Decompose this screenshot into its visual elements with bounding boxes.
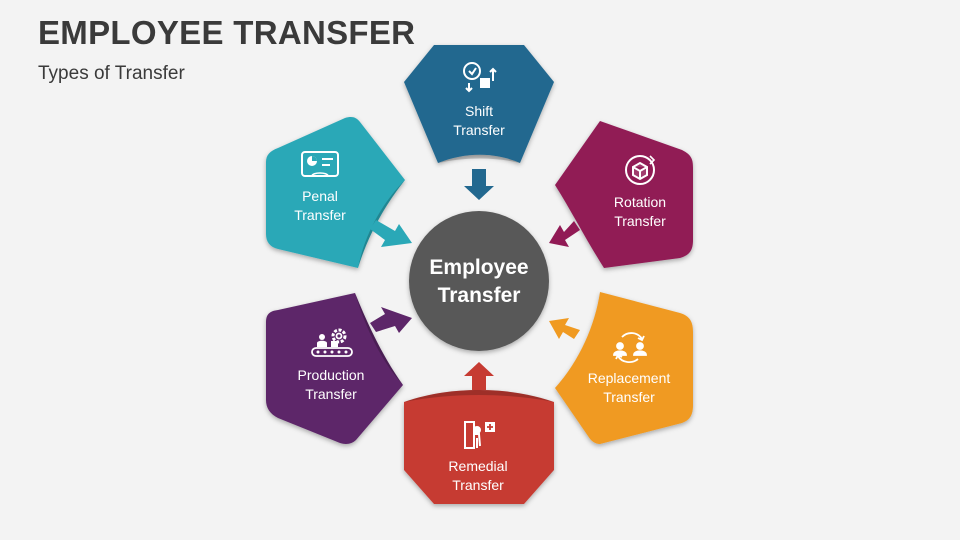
slide-title: EMPLOYEE TRANSFER — [38, 14, 416, 51]
center-line2: Transfer — [438, 284, 521, 307]
remedial-transfer-shape — [404, 390, 554, 504]
production-transfer-line2: Transfer — [305, 386, 357, 402]
cube-rotate-icon — [625, 155, 656, 185]
slide-subtitle: Types of Transfer — [38, 63, 185, 84]
id-card-icon — [301, 151, 339, 177]
penal-transfer-line1: Penal — [302, 188, 338, 204]
production-transfer-line1: Production — [298, 367, 365, 383]
people-cycle-icon — [613, 332, 647, 363]
penal-transfer-card: Penal Transfer — [266, 117, 405, 268]
penal-transfer-line2: Transfer — [294, 207, 346, 223]
shift-transfer-shape — [404, 45, 554, 163]
replacement-transfer-shape — [555, 292, 693, 444]
clock-swap-icon — [463, 62, 497, 93]
conveyor-gear-icon — [311, 328, 353, 357]
rotation-transfer-line1: Rotation — [614, 194, 666, 210]
shift-transfer-card: Shift Transfer — [404, 45, 554, 163]
shift-arrow — [464, 169, 494, 200]
replacement-arrow — [549, 318, 580, 339]
door-medical-icon — [464, 421, 495, 449]
production-transfer-card: Production Transfer — [266, 293, 403, 444]
remedial-transfer-line1: Remedial — [448, 458, 507, 474]
center-circle — [409, 211, 549, 351]
center-line1: Employee — [429, 256, 528, 279]
center-node: Employee Transfer — [409, 211, 549, 351]
shift-transfer-line2: Transfer — [453, 122, 505, 138]
production-arrow — [370, 307, 412, 333]
shift-transfer-line1: Shift — [465, 103, 493, 119]
rotation-transfer-line2: Transfer — [614, 213, 666, 229]
replacement-transfer-card: Replacement Transfer — [555, 292, 693, 444]
remedial-transfer-card: Remedial Transfer — [404, 390, 554, 504]
remedial-arrow — [464, 362, 494, 390]
remedial-transfer-line2: Transfer — [452, 477, 504, 493]
rotation-arrow — [549, 221, 580, 247]
production-transfer-shape — [266, 293, 403, 444]
rotation-transfer-shape — [555, 121, 693, 268]
penal-transfer-shape — [266, 117, 405, 268]
penal-arrow — [370, 220, 412, 247]
rotation-transfer-card: Rotation Transfer — [555, 121, 693, 268]
replacement-transfer-line1: Replacement — [588, 370, 671, 386]
replacement-transfer-line2: Transfer — [603, 389, 655, 405]
